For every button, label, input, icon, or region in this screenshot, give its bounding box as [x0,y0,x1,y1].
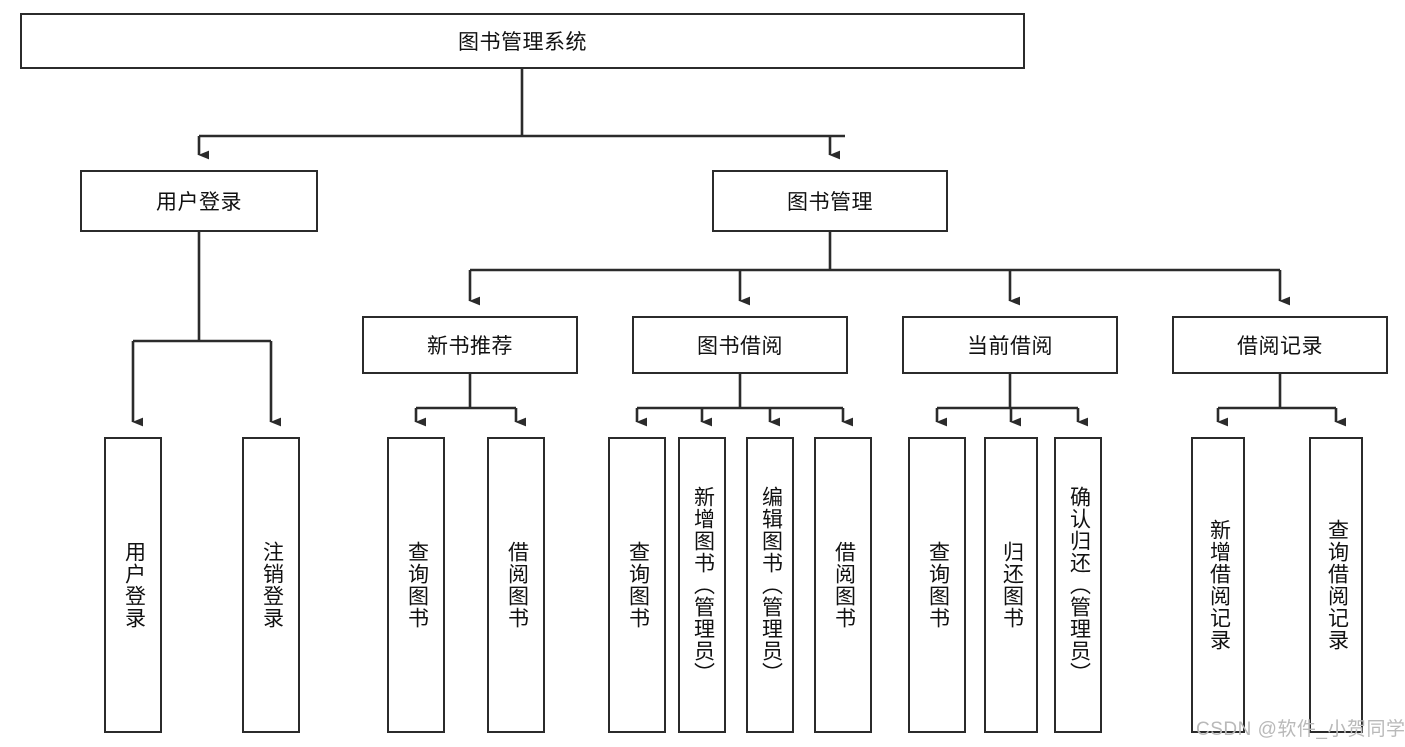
csdn-watermark: CSDN @软件_小贺同学 [1196,719,1405,740]
node-leaf-edit-book-admin[interactable]: 编辑图书（管理员） [746,437,794,733]
node-new-book-recommend[interactable]: 新书推荐 [362,316,578,374]
node-leaf-return-book[interactable]: 归还图书 [984,437,1038,733]
node-leaf-query-book-2[interactable]: 查询图书 [608,437,666,733]
node-leaf-borrow-book-2[interactable]: 借阅图书 [814,437,872,733]
node-leaf-confirm-return-admin[interactable]: 确认归还（管理员） [1054,437,1102,733]
node-leaf-add-borrow-record[interactable]: 新增借阅记录 [1191,437,1245,733]
node-leaf-query-book-3[interactable]: 查询图书 [908,437,966,733]
node-book-borrow[interactable]: 图书借阅 [632,316,848,374]
node-leaf-borrow-book-1[interactable]: 借阅图书 [487,437,545,733]
node-leaf-query-book-1[interactable]: 查询图书 [387,437,445,733]
node-leaf-user-logout[interactable]: 注销登录 [242,437,300,733]
node-current-borrow[interactable]: 当前借阅 [902,316,1118,374]
node-book-manage[interactable]: 图书管理 [712,170,948,232]
node-borrow-record[interactable]: 借阅记录 [1172,316,1388,374]
node-leaf-add-book-admin[interactable]: 新增图书（管理员） [678,437,726,733]
node-root-system[interactable]: 图书管理系统 [20,13,1025,69]
node-leaf-query-borrow-record[interactable]: 查询借阅记录 [1309,437,1363,733]
node-leaf-user-login[interactable]: 用户登录 [104,437,162,733]
node-user-login[interactable]: 用户登录 [80,170,318,232]
